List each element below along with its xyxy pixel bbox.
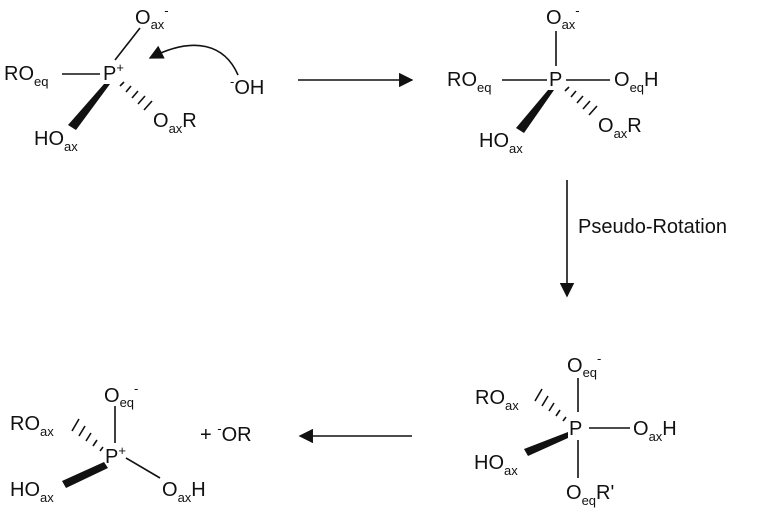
m1-hash-oaxr: OaxR <box>153 110 197 136</box>
m2-wedge-bond <box>516 90 554 133</box>
m2-hash-oaxr: OaxR <box>598 115 642 141</box>
m4-hash-ro-axial: ROax <box>10 413 54 439</box>
m3-hash-ro-axial: ROax <box>475 387 519 413</box>
hydroxide-nucleophile: -OH <box>230 74 264 99</box>
m1-wedge-ho-axial: HOax <box>34 128 78 154</box>
molecule-4-product-phosphorane: P+ Oeq- ROax HOax OaxH <box>10 381 206 505</box>
m2-top-oxygen-axial-anion: Oax- <box>546 3 580 32</box>
m1-phosphorus-atom: P+ <box>103 60 124 85</box>
molecule-3-pseudorotated-intermediate: P Oeq- ROax OaxH HOax OeqR' <box>474 351 677 508</box>
m3-wedge-bond <box>524 432 568 456</box>
molecule-1-pentacoordinate-phosphorane-cation: P+ Oax- ROeq HOax OaxR -OH <box>4 3 264 154</box>
m2-wedge-ho-axial: HOax <box>479 130 523 156</box>
molecule-2-pentacoordinate-intermediate: P Oax- ROeq OeqH HOax OaxR <box>447 3 658 156</box>
m1-nucleophilic-attack-curved-arrow <box>148 44 239 76</box>
m2-right-oeqh: OeqH <box>614 69 658 95</box>
m1-bond-top <box>114 27 141 61</box>
m4-wedge-bond <box>62 462 108 488</box>
m4-top-oxygen-equatorial-anion: Oeq- <box>104 381 138 410</box>
m2-phosphorus-atom: P <box>549 69 562 91</box>
m4-right-oaxh: OaxH <box>162 479 206 505</box>
m4-hashed-bond <box>71 418 104 452</box>
m1-top-oxygen-axial-anion: Oax- <box>135 3 169 32</box>
m3-top-oxygen-equatorial-anion: Oeq- <box>567 351 601 380</box>
pseudo-rotation-label: Pseudo-Rotation <box>578 216 727 238</box>
m3-wedge-ho-axial: HOax <box>474 452 518 478</box>
m3-bottom-oeqr-prime: OeqR' <box>566 482 614 508</box>
m3-right-oaxh: OaxH <box>633 418 677 444</box>
m4-phosphorus-atom: P+ <box>105 443 126 468</box>
m2-hashed-bond <box>564 86 598 116</box>
leaving-alkoxide: + -OR <box>200 421 252 446</box>
m4-wedge-ho-axial: HOax <box>10 479 54 505</box>
m3-hashed-bond <box>534 388 567 422</box>
m2-left-ro-equatorial: ROeq <box>447 69 491 95</box>
m3-phosphorus-atom: P <box>569 418 582 440</box>
m1-hashed-bond <box>119 81 153 111</box>
m1-left-ro-equatorial: ROeq <box>4 63 48 89</box>
m1-wedge-bond <box>68 84 110 130</box>
m4-bond-right <box>125 457 161 479</box>
